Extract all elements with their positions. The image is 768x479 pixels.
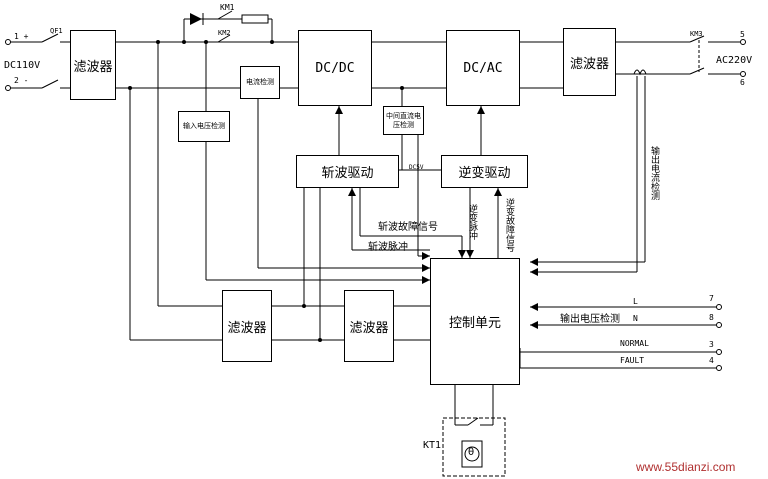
output-voltage-label: AC220V xyxy=(716,55,753,66)
aux-filter-a-block: 滤波器 xyxy=(222,290,272,362)
terminal-1-label: 1 + xyxy=(14,32,29,41)
control-unit-block: 控制单元 xyxy=(430,258,520,385)
chopper-pulse-label: 斩波脉冲 xyxy=(368,242,408,253)
km2-label: KM2 xyxy=(218,29,231,37)
io-label-l: L xyxy=(633,297,638,306)
io-num-8: 8 xyxy=(709,313,714,322)
output-current-detect-label: 输出电流检测 xyxy=(649,146,659,200)
inverter-pulse-label: 逆变脉冲 xyxy=(467,204,477,240)
watermark: www.55dianzi.com xyxy=(636,460,736,474)
output-voltage-detect-label: 输出电压检测 xyxy=(560,314,620,325)
dcdc-block: DC/DC xyxy=(298,30,372,106)
inverter-drive-block: 逆变驱动 xyxy=(441,155,528,188)
breaker-label: QF1 xyxy=(50,27,63,35)
km1-label: KM1 xyxy=(220,3,235,12)
io-num-7: 7 xyxy=(709,294,714,303)
dc5v-label: DC5V xyxy=(409,164,424,171)
kt1-label: KT1 xyxy=(423,440,442,451)
io-label-n: N xyxy=(633,314,638,323)
input-voltage-label: DC110V xyxy=(4,60,41,71)
mid-voltage-detect-block: 中间直流电压检测 xyxy=(383,106,424,135)
terminal-6-label: 6 xyxy=(740,78,745,87)
io-num-4: 4 xyxy=(709,356,714,365)
aux-filter-b-block: 滤波器 xyxy=(344,290,394,362)
current-detect-block: 电流检测 xyxy=(240,66,280,99)
terminal-2-label: 2 - xyxy=(14,76,29,85)
input-filter-block: 滤波器 xyxy=(70,30,116,100)
km3-label: KM3 xyxy=(690,30,703,38)
chopper-drive-block: 斩波驱动 xyxy=(296,155,399,188)
thermal-symbol: θ xyxy=(468,447,475,458)
inverter-fault-label: 逆变故障信号 xyxy=(504,198,514,252)
io-num-3: 3 xyxy=(709,340,714,349)
io-label-fault: FAULT xyxy=(620,356,645,365)
dcac-block: DC/AC xyxy=(446,30,520,106)
chopper-fault-label: 斩波故障信号 xyxy=(378,222,438,233)
input-voltage-detect-block: 输入电压检测 xyxy=(178,111,230,142)
output-filter-block: 滤波器 xyxy=(563,28,616,96)
terminal-5-label: 5 xyxy=(740,30,745,39)
io-label-normal: NORMAL xyxy=(620,339,649,348)
